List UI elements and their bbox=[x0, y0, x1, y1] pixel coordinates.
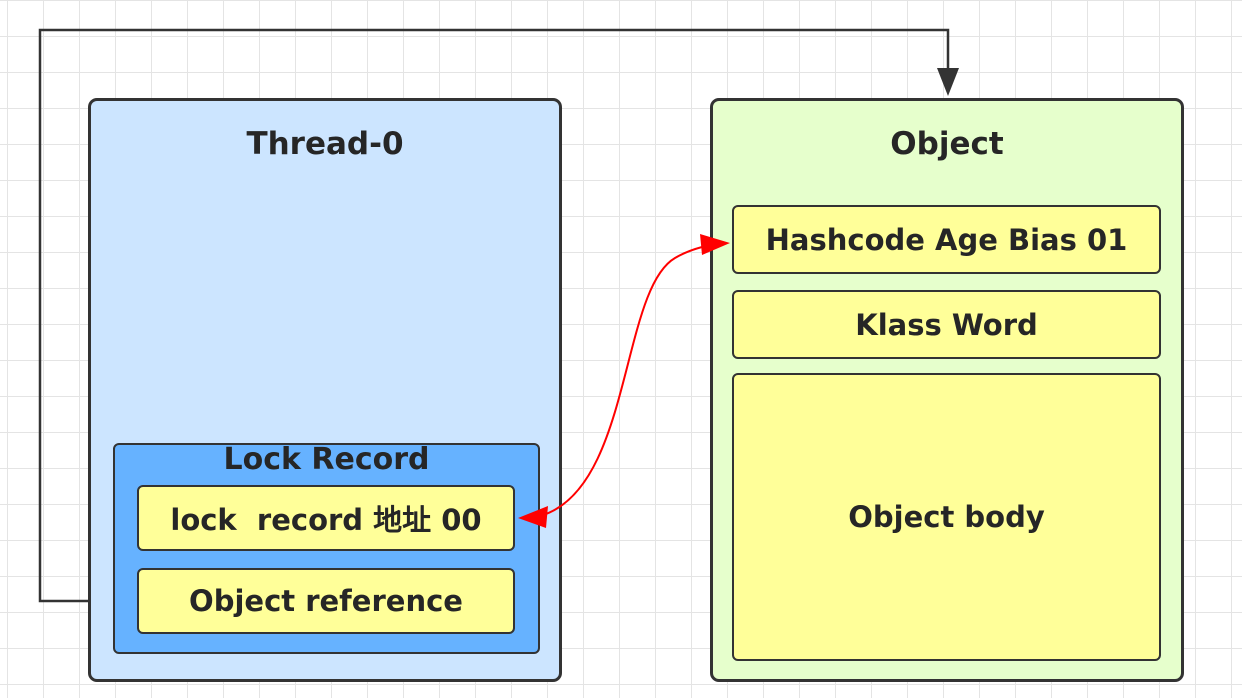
swap-arrowhead-left bbox=[518, 506, 548, 528]
object-reference-field: Object reference bbox=[137, 568, 515, 634]
lock-record-address-field: lock record 地址 00 bbox=[137, 485, 515, 551]
swap-arrow bbox=[518, 234, 730, 528]
object-title: Object bbox=[890, 126, 1004, 162]
object-reference-arrow bbox=[38, 28, 959, 603]
swap-arrowhead-right bbox=[700, 234, 730, 255]
thread-0-title: Thread-0 bbox=[246, 126, 404, 162]
mark-word-field: Hashcode Age Bias 01 bbox=[732, 205, 1161, 274]
klass-word-field: Klass Word bbox=[732, 290, 1161, 359]
object-body-field: Object body bbox=[732, 373, 1161, 661]
lock-record-title: Lock Record bbox=[223, 442, 430, 477]
